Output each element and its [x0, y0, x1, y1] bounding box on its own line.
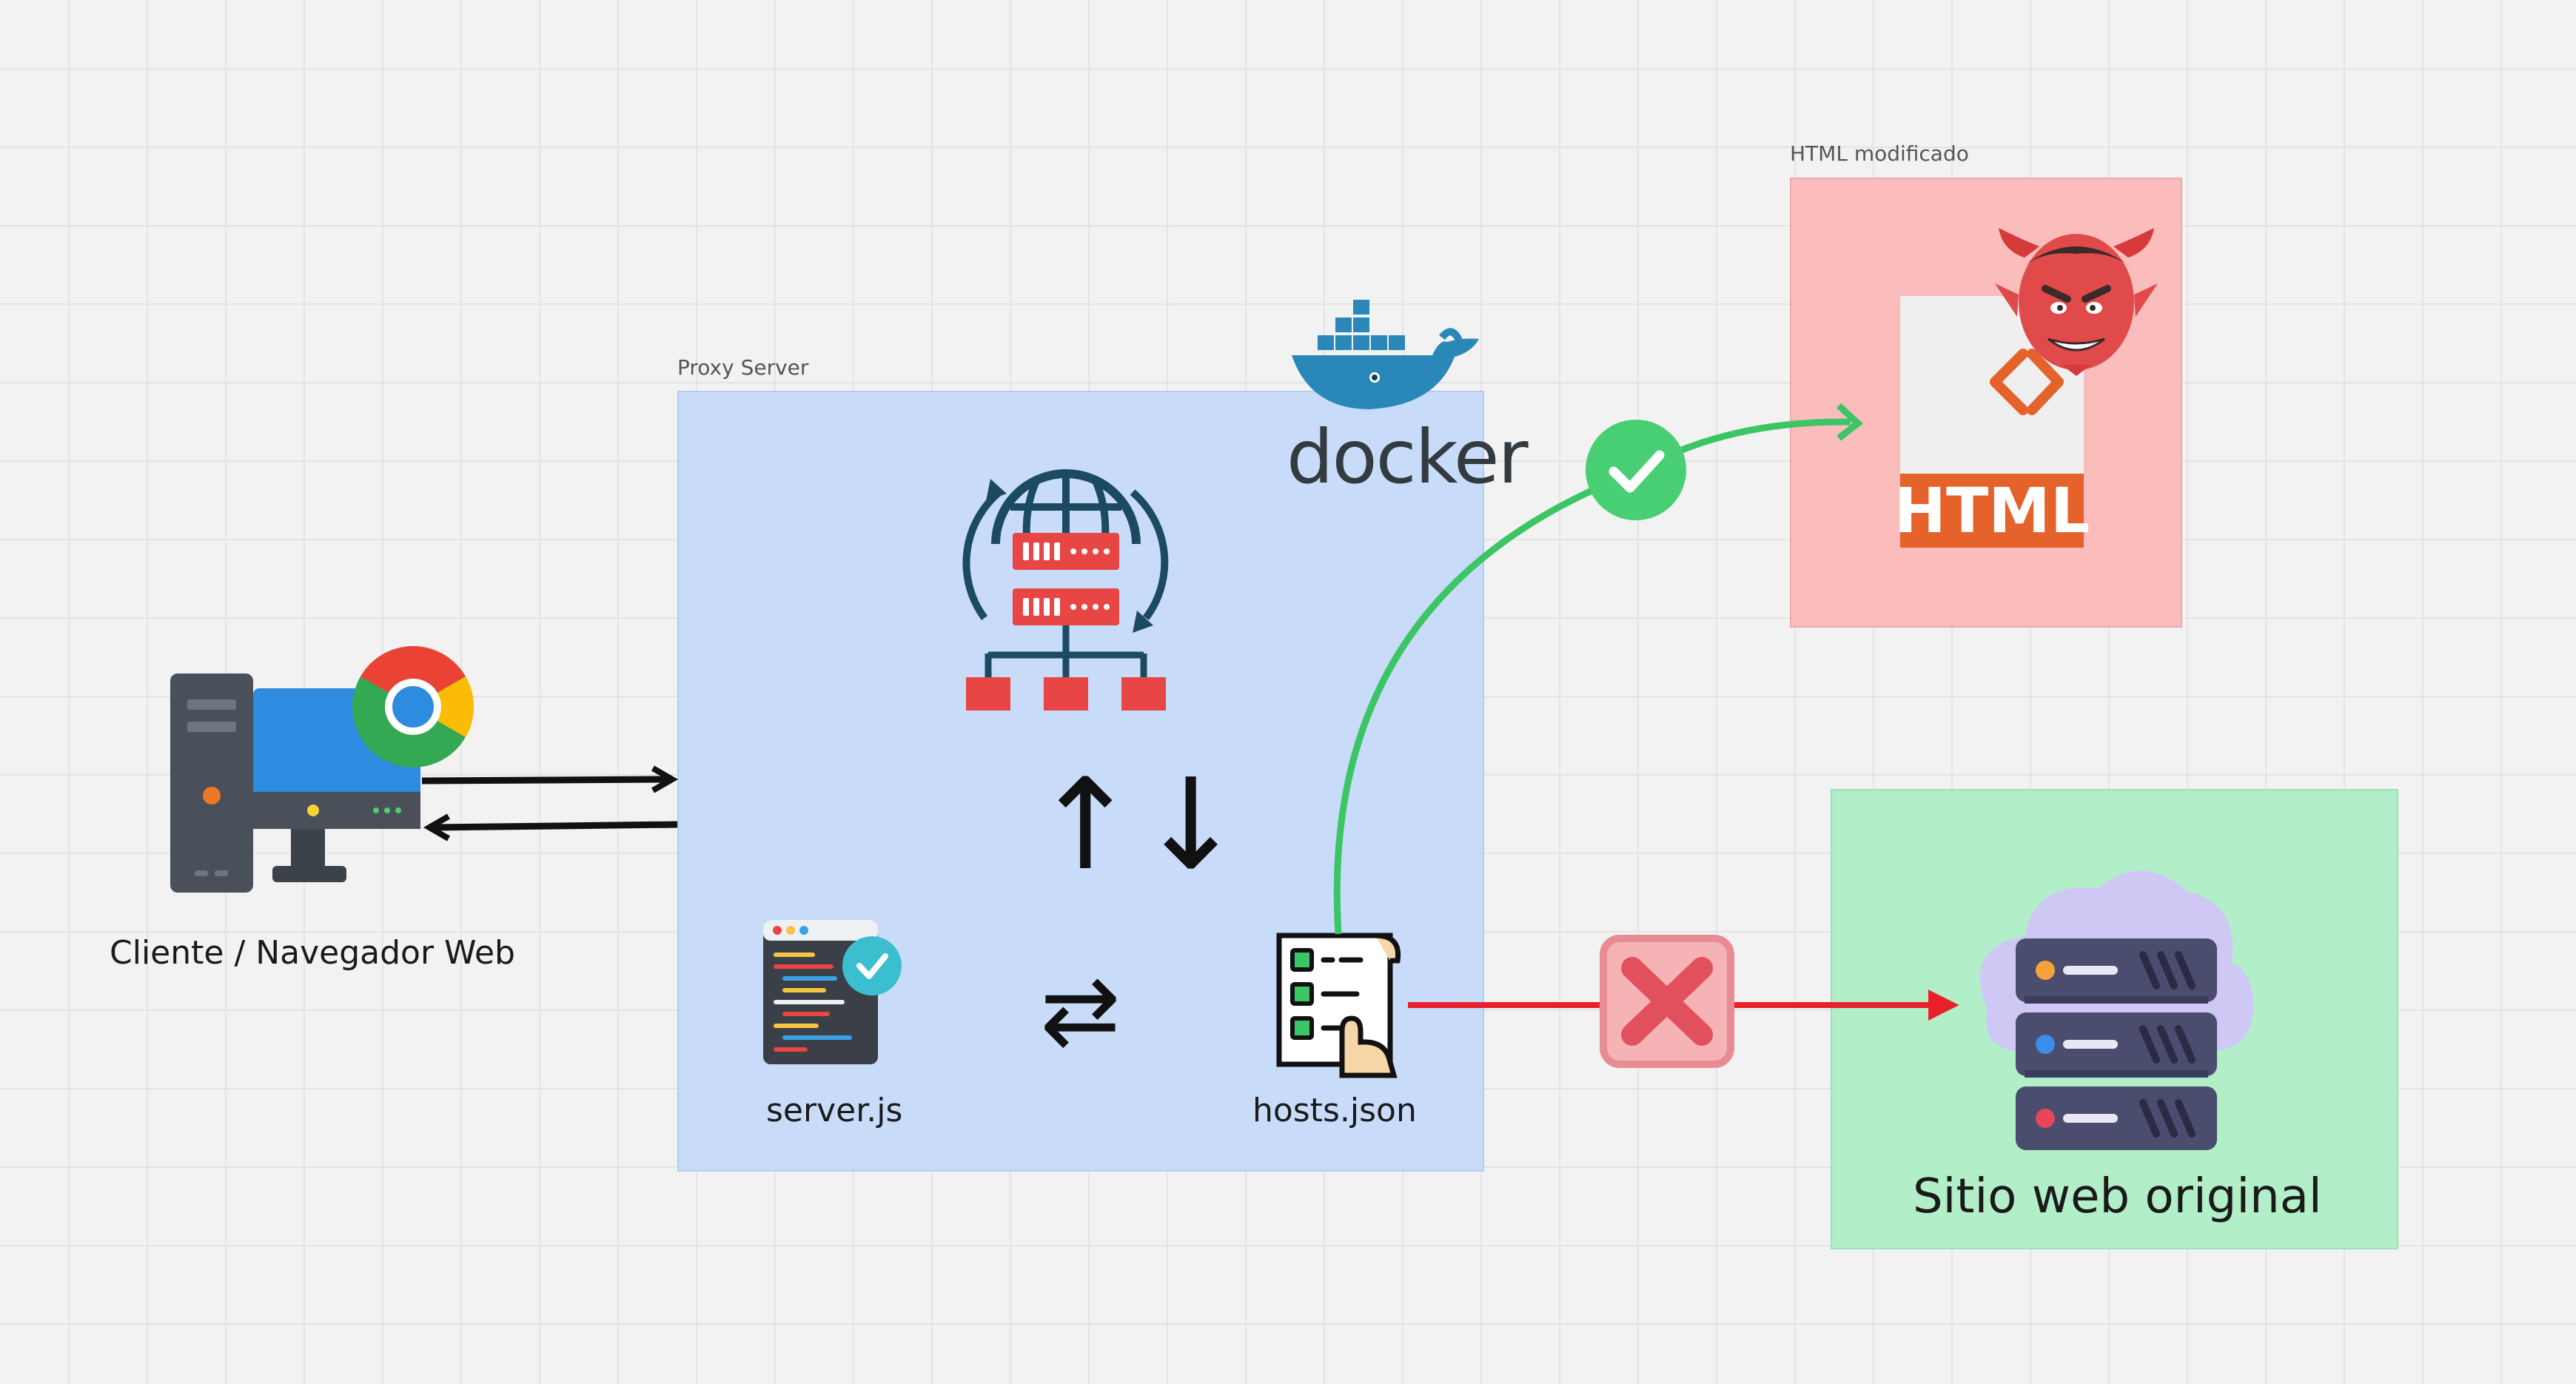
hosts-json-label: hosts.json	[1252, 1092, 1417, 1129]
desktop-computer-chrome-icon[interactable]	[169, 644, 480, 896]
globe-server-network-icon	[962, 469, 1169, 711]
docker-wordmark: docker	[1287, 414, 1529, 500]
html-badge-label: HTML	[1894, 474, 2090, 547]
html-file-devil-icon	[1900, 228, 2158, 548]
sitio-web-original-label: Sitio web original	[1913, 1169, 2322, 1224]
html-frame-title: HTML modificado	[1790, 141, 1969, 166]
client-label: Cliente / Navegador Web	[110, 934, 515, 972]
bidirectional-horizontal-arrows: ⇄	[1040, 954, 1121, 1066]
check-circle-icon	[1586, 420, 1686, 520]
code-file-check-icon	[763, 920, 902, 1064]
proxy-frame-title: Proxy Server	[677, 355, 809, 380]
server-js-label: server.js	[766, 1092, 903, 1129]
devil-face-icon	[1995, 228, 2158, 376]
cloud-server-icon	[1979, 870, 2254, 1150]
client-proxy-arrows	[421, 765, 679, 842]
chrome-logo-icon	[352, 646, 474, 767]
x-mark-icon	[1600, 935, 1734, 1068]
docker-whale-icon	[1292, 300, 1479, 409]
bidirectional-vertical-arrows: ↑↓	[1033, 752, 1244, 898]
checklist-document-hand-icon	[1276, 933, 1401, 1078]
